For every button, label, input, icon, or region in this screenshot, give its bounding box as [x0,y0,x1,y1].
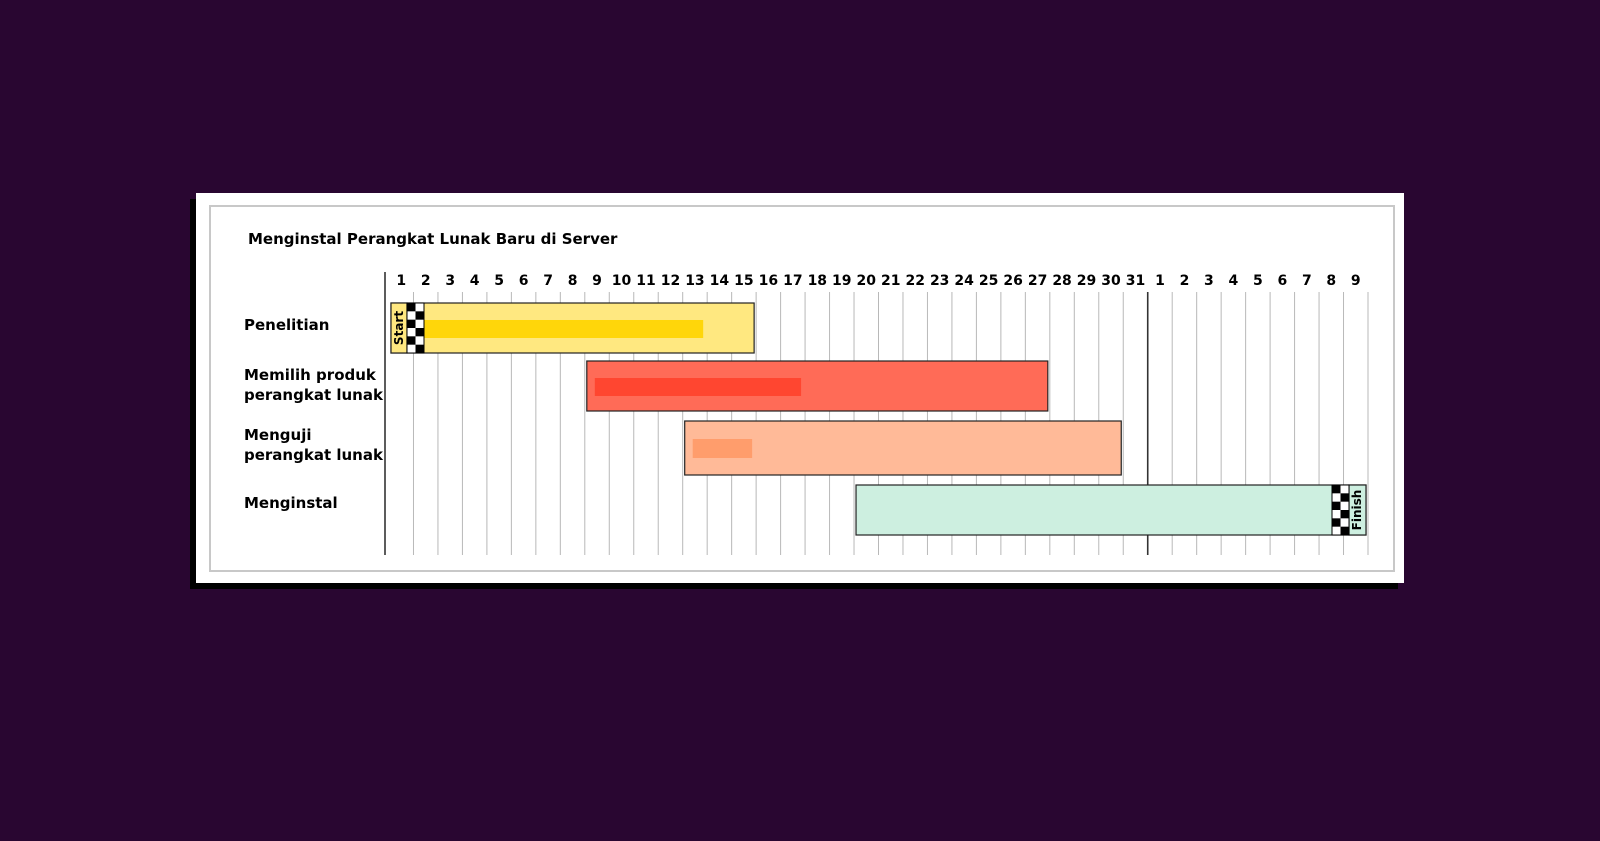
tick-label: 27 [1028,273,1047,289]
tick-label: 10 [612,273,632,289]
task-label: perangkat lunak [244,446,384,464]
tick-label: 3 [1204,273,1214,289]
task-progress-bar [594,378,802,396]
checkered-flag-icon [406,302,425,354]
tick-label: 4 [1229,273,1239,289]
tick-label: 7 [543,273,553,289]
task-label: Penelitian [244,316,329,334]
gantt-card: Menginstal Perangkat Lunak Baru di Serve… [196,193,1404,583]
tick-label: 30 [1101,273,1121,289]
tick-label: 14 [710,273,730,289]
tick-label: 26 [1003,273,1022,289]
tick-label: 8 [568,273,578,289]
tick-label: 8 [1326,273,1336,289]
tick-label: 19 [832,273,851,289]
task-label: Menginstal [244,494,338,512]
task-progress-bar [692,439,753,458]
tick-label: 24 [954,273,974,289]
tick-label: 11 [636,273,655,289]
tick-label: 15 [734,273,753,289]
task-bar [855,484,1367,536]
tick-label: 1 [396,273,406,289]
tick-label: 6 [1277,273,1287,289]
tick-label: 9 [1351,273,1361,289]
gantt-chart: Menginstal Perangkat Lunak Baru di Serve… [209,205,1395,572]
tick-label: 23 [930,273,949,289]
tick-label: 12 [661,273,680,289]
tick-label: 2 [1180,273,1190,289]
tick-label: 6 [519,273,529,289]
tick-label: 3 [445,273,455,289]
task-progress-bar [399,320,704,338]
tick-label: 29 [1077,273,1096,289]
checkered-flag-icon [1331,484,1350,536]
finish-label: Finish [1350,490,1364,531]
tick-label: 25 [979,273,998,289]
tick-label: 20 [857,273,877,289]
tick-label: 16 [759,273,778,289]
tick-label: 31 [1126,273,1145,289]
tick-label: 5 [1253,273,1263,289]
tick-label: 21 [881,273,900,289]
task-label: perangkat lunak [244,386,384,404]
task-bar [684,420,1122,476]
tick-label: 13 [685,273,704,289]
tick-label: 7 [1302,273,1312,289]
tick-label: 4 [470,273,480,289]
chart-title: Menginstal Perangkat Lunak Baru di Serve… [248,230,618,248]
tick-label: 18 [808,273,827,289]
tick-label: 22 [905,273,924,289]
inner-frame [209,205,1395,572]
tick-label: 2 [421,273,431,289]
tick-label: 5 [494,273,504,289]
tick-label: 9 [592,273,602,289]
tick-label: 1 [1155,273,1165,289]
task-label: Menguji [244,426,311,444]
start-label: Start [392,311,406,345]
tick-label: 28 [1052,273,1071,289]
task-label: Memilih produk [244,366,377,384]
tick-label: 17 [783,273,802,289]
